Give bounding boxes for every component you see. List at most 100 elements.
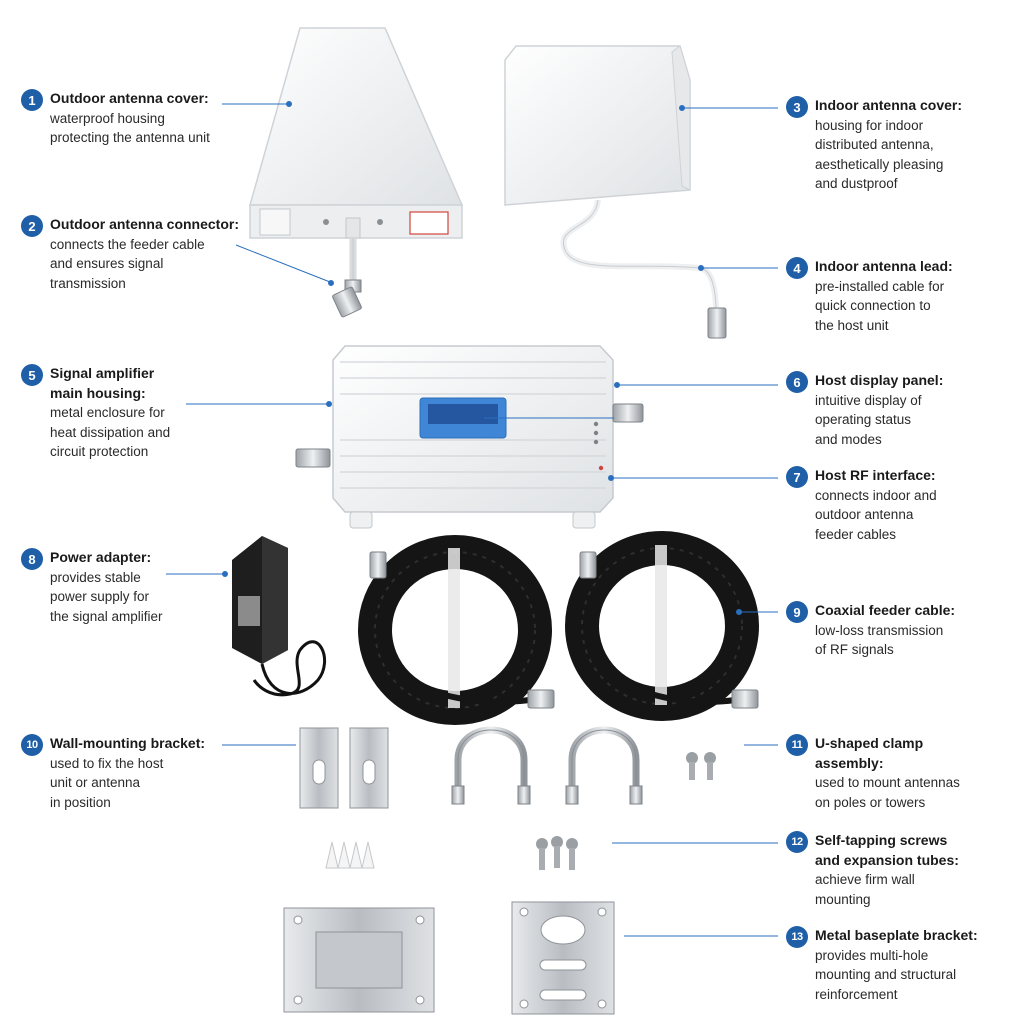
callout-6: 6 Host display panel: intuitive display … — [786, 371, 1001, 449]
callout-9-title: Coaxial feeder cable: — [815, 602, 956, 618]
callout-3: 3 Indoor antenna cover: housing for indo… — [786, 96, 1001, 194]
callout-6-desc-line: and modes — [815, 431, 882, 447]
callout-2-desc-line: transmission — [50, 275, 126, 291]
wall-bracket-illustration — [299, 727, 389, 809]
callout-8: 8 Power adapter: provides stable power s… — [21, 548, 231, 626]
callout-11-desc-line: used to mount antennas — [815, 775, 960, 790]
number-badge-8: 8 — [21, 548, 43, 570]
callout-12-desc-line: mounting — [815, 891, 871, 907]
callout-5-desc-line: heat dissipation and — [50, 424, 171, 440]
callout-7: 7 Host RF interface: connects indoor and… — [786, 466, 1001, 544]
callout-3-desc-line: distributed antenna, — [815, 137, 934, 152]
callout-7-desc-line: feeder cables — [815, 526, 897, 542]
callout-2: 2 Outdoor antenna connector: connects th… — [21, 215, 239, 293]
callout-13-desc-line: reinforcement — [815, 986, 898, 1002]
callout-9: 9 Coaxial feeder cable: low-loss transmi… — [786, 601, 1001, 660]
callout-6-desc-line: intuitive display of — [815, 392, 922, 408]
leader-line-7 — [608, 475, 778, 481]
callout-4-title: Indoor antenna lead: — [815, 258, 953, 274]
outdoor-antenna-connector-illustration — [332, 238, 362, 318]
callout-8-desc-line: provides stable — [50, 569, 141, 585]
callout-3-desc-line: and dustproof — [815, 176, 898, 191]
leader-line-1 — [222, 101, 292, 107]
callout-2-title: Outdoor antenna connector: — [50, 216, 239, 232]
number-badge-2: 2 — [21, 215, 43, 237]
callout-4-desc-line: the host unit — [815, 317, 889, 333]
callout-8-desc-line: the signal amplifier — [50, 608, 163, 624]
number-badge-11: 11 — [786, 734, 808, 756]
callout-8-desc-line: power supply for — [50, 589, 150, 604]
callout-1-desc-line: protecting the antenna unit — [50, 130, 210, 145]
u-clamp-illustration — [451, 726, 716, 805]
callout-10-title: Wall-mounting bracket: — [50, 735, 206, 751]
callout-4-desc-line: quick connection to — [815, 298, 931, 313]
callout-4: 4 Indoor antenna lead: pre-installed cab… — [786, 257, 1001, 335]
baseplate-illustration — [283, 901, 615, 1015]
callout-7-desc-line: connects indoor and — [815, 487, 937, 503]
callout-1-title: Outdoor antenna cover: — [50, 90, 209, 106]
callout-6-desc-line: operating status — [815, 412, 912, 427]
indoor-antenna-illustration — [504, 45, 727, 339]
callout-13-desc-line: mounting and structural — [815, 967, 957, 982]
callout-9-desc-line: low-loss transmission — [815, 622, 944, 638]
number-badge-3: 3 — [786, 96, 808, 118]
callout-13-title: Metal baseplate bracket: — [815, 927, 978, 943]
callout-5: 5 Signal amplifier main housing: metal e… — [21, 364, 231, 462]
leader-line-2 — [235, 244, 334, 286]
callout-10-desc-line: used to fix the host — [50, 755, 164, 771]
callout-2-desc-line: connects the feeder cable — [50, 236, 205, 252]
callout-9-desc-line: of RF signals — [815, 642, 894, 657]
callout-1-desc-line: waterproof housing — [50, 110, 165, 126]
leader-line-6 — [614, 382, 778, 388]
callout-13: 13 Metal baseplate bracket: provides mul… — [786, 926, 1001, 1004]
callout-12-desc-line: achieve firm wall — [815, 872, 915, 887]
callout-5-title: main housing: — [50, 384, 146, 401]
callout-11-desc-line: on poles or towers — [815, 794, 926, 810]
callout-7-title: Host RF interface: — [815, 467, 936, 483]
power-adapter-illustration — [232, 536, 327, 697]
coaxial-cable-illustration — [358, 531, 759, 725]
callout-6-title: Host display panel: — [815, 372, 944, 388]
callout-10-desc-line: in position — [50, 794, 111, 810]
outdoor-antenna-illustration — [249, 27, 464, 239]
number-badge-12: 12 — [786, 831, 808, 853]
callout-5-desc-line: metal enclosure for — [50, 405, 165, 420]
number-badge-10: 10 — [21, 734, 43, 756]
amplifier-host-illustration — [295, 345, 644, 529]
callout-12: 12 Self-tapping screws and expansion tub… — [786, 831, 1001, 909]
callout-3-desc-line: housing for indoor — [815, 117, 924, 133]
callout-3-title: Indoor antenna cover: — [815, 97, 963, 113]
callout-12-title: and expansion tubes: — [815, 851, 959, 868]
callout-8-title: Power adapter: — [50, 549, 152, 565]
number-badge-4: 4 — [786, 257, 808, 279]
number-badge-6: 6 — [786, 371, 808, 393]
callout-11-title: U-shaped clamp — [815, 735, 924, 751]
callout-5-desc-line: circuit protection — [50, 444, 149, 459]
number-badge-13: 13 — [786, 926, 808, 948]
number-badge-5: 5 — [21, 364, 43, 386]
callout-4-desc-line: pre-installed cable for — [815, 278, 945, 294]
callout-2-desc-line: and ensures signal — [50, 256, 164, 271]
screws-and-tubes-illustration — [325, 836, 578, 870]
number-badge-9: 9 — [786, 601, 808, 623]
callout-11-title: assembly: — [815, 754, 884, 771]
leader-line-5 — [186, 401, 332, 407]
callout-10-desc-line: unit or antenna — [50, 775, 141, 790]
callout-7-desc-line: outdoor antenna — [815, 507, 914, 522]
number-badge-1: 1 — [21, 89, 43, 111]
leader-line-9 — [736, 609, 778, 615]
leader-line-8 — [166, 571, 228, 577]
leader-lines — [166, 101, 778, 937]
callout-13-desc-line: provides multi-hole — [815, 947, 929, 963]
callout-11: 11 U-shaped clamp assembly: used to moun… — [786, 734, 1001, 812]
callout-5-title: Signal amplifier — [50, 365, 155, 381]
leader-line-4 — [698, 265, 778, 271]
callout-10: 10 Wall-mounting bracket: used to fix th… — [21, 734, 231, 812]
number-badge-7: 7 — [786, 466, 808, 488]
callout-3-desc-line: aesthetically pleasing — [815, 156, 944, 172]
callout-12-title: Self-tapping screws — [815, 832, 948, 848]
callout-1: 1 Outdoor antenna cover: waterproof hous… — [21, 89, 231, 148]
leader-line-3 — [679, 105, 778, 111]
